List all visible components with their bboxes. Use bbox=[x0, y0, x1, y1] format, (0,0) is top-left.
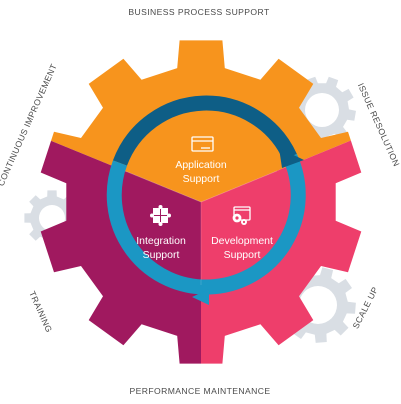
label-performance-maintenance: PERFORMANCE MAINTENANCE bbox=[130, 386, 271, 396]
label-issue-resolution: ISSUE RESOLUTION bbox=[356, 81, 401, 168]
integration-support-label-line1: Integration bbox=[136, 235, 186, 247]
arrow-head-bottom bbox=[192, 289, 209, 305]
puzzle-icon bbox=[150, 205, 171, 226]
arrow-ring-upper bbox=[112, 95, 297, 166]
label-training: TRAINING bbox=[27, 290, 54, 335]
inner-dividers bbox=[124, 170, 278, 285]
cycle-arrow bbox=[106, 95, 306, 305]
application-support-label-line2: Support bbox=[183, 173, 220, 185]
development-support-label-line2: Support bbox=[224, 249, 261, 261]
label-business-process-support: BUSINESS PROCESS SUPPORT bbox=[128, 7, 270, 17]
main-gear bbox=[40, 40, 362, 364]
application-support-label-line1: Application bbox=[175, 159, 227, 171]
code-gear-icon bbox=[232, 206, 251, 225]
gear-sector-application bbox=[40, 40, 362, 202]
arrow-ring-lower bbox=[106, 153, 306, 295]
integration-support-label-line2: Support bbox=[143, 249, 180, 261]
arrow-head-right bbox=[279, 148, 304, 168]
browser-window-icon bbox=[191, 136, 214, 152]
development-support-label-line1: Development bbox=[211, 235, 273, 247]
